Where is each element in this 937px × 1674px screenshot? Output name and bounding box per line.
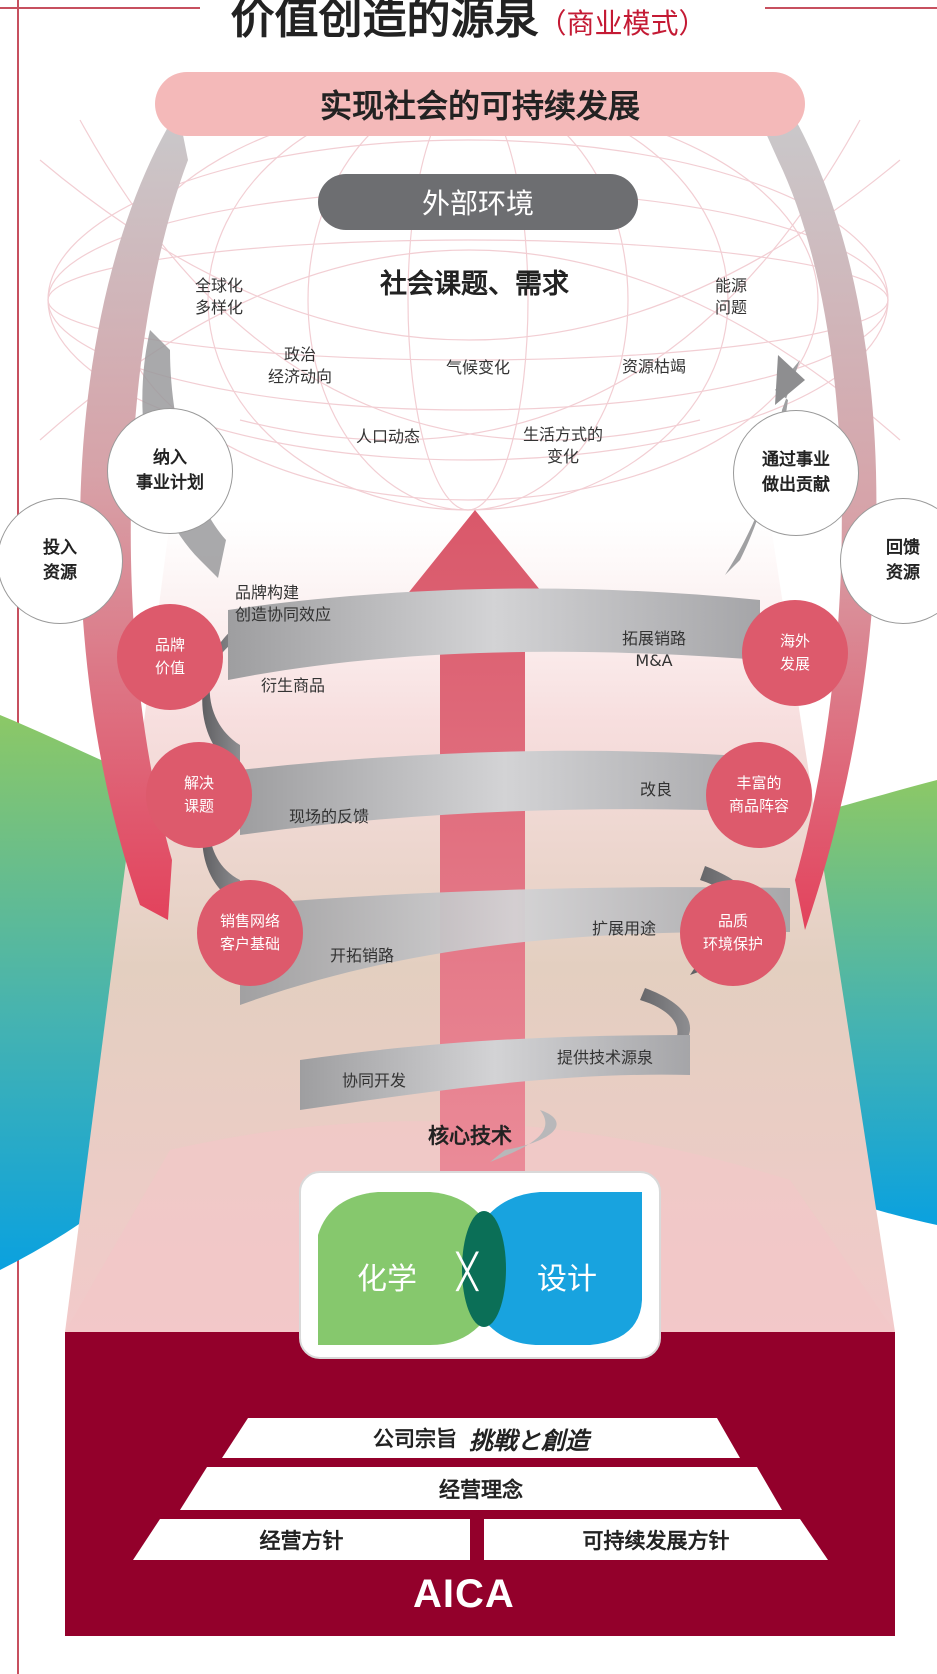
circle-invest-resources: 投入 资源: [0, 498, 123, 624]
spiral-band-4: [300, 1035, 690, 1110]
topic-climate: 气候变化: [446, 358, 511, 377]
core-technology-label: 核心技术: [428, 1124, 512, 1148]
left-cycle-arrow: [79, 110, 188, 920]
spiral-band-1: [228, 588, 760, 680]
external-environment-label: 外部环境: [318, 174, 638, 230]
aica-logo: AICA: [413, 1572, 515, 1616]
policy-right-band: [484, 1519, 828, 1560]
page-title: 价值创造的源泉（商业模式）: [230, 0, 707, 44]
label-improve: 改良: [640, 780, 673, 799]
circle-quality-environment: 品质 环境保护: [680, 880, 786, 986]
label-expand-channel: 拓展销路 M&A: [622, 629, 687, 670]
design-label: 设计: [537, 1262, 597, 1297]
circle-overseas: 海外 发展: [742, 600, 848, 706]
policy-right-label: 可持续发展方针: [582, 1528, 730, 1553]
topic-politics: 政治 经济动向: [268, 345, 333, 386]
circle-contribute: 通过事业 做出贡献: [733, 410, 859, 536]
principle-band: [180, 1467, 782, 1510]
policy-left-label: 经营方针: [259, 1528, 344, 1553]
philosophy-calligraphy: 挑戦と創造: [469, 1425, 589, 1455]
overlap-region: [462, 1211, 506, 1327]
topic-resources: 资源枯竭: [622, 357, 687, 376]
label-expand-use: 扩展用途: [592, 919, 657, 938]
design-leaf: [463, 1192, 642, 1345]
label-co-develop: 协同开发: [342, 1071, 407, 1090]
topic-lifestyle: 生活方式的 变化: [523, 425, 604, 466]
label-feedback: 现场的反馈: [289, 807, 370, 826]
chemistry-leaf: [318, 1192, 505, 1345]
topic-globalization: 全球化 多样化: [195, 276, 244, 317]
policy-left-band: [133, 1519, 470, 1560]
right-cycle-arrow: [760, 110, 877, 930]
topic-energy: 能源 问题: [715, 276, 748, 317]
chemistry-label: 化学: [357, 1262, 417, 1297]
label-derivative: 衍生商品: [261, 676, 326, 695]
circle-product-lineup: 丰富的 商品阵容: [706, 742, 812, 848]
circle-return-resources: 回馈 资源: [840, 498, 937, 624]
spiral-band-3: [240, 887, 790, 1005]
philosophy-label: 公司宗旨: [373, 1427, 457, 1451]
circle-brand-value: 品牌 价值: [117, 604, 223, 710]
label-open-channel: 开拓销路: [330, 946, 395, 965]
top-banner: 实现社会的可持续发展: [155, 72, 805, 136]
spiral-band-2: [240, 750, 770, 835]
social-needs-heading: 社会课题、需求: [380, 269, 569, 300]
cross-mark: ╳: [457, 1252, 478, 1292]
philosophy-band: [222, 1418, 740, 1458]
topic-population: 人口动态: [356, 427, 421, 446]
circle-include-plan: 纳入 事业计划: [107, 408, 233, 534]
label-tech-source: 提供技术源泉: [557, 1048, 654, 1067]
circle-sales-network: 销售网络 客户基础: [197, 880, 303, 986]
circle-solve-issues: 解决 课题: [146, 742, 252, 848]
label-brand-build: 品牌构建 创造协同效应: [235, 583, 332, 624]
principle-label: 经营理念: [439, 1477, 523, 1502]
philosophy-row: 公司宗旨 挑戦と創造: [222, 1418, 740, 1458]
